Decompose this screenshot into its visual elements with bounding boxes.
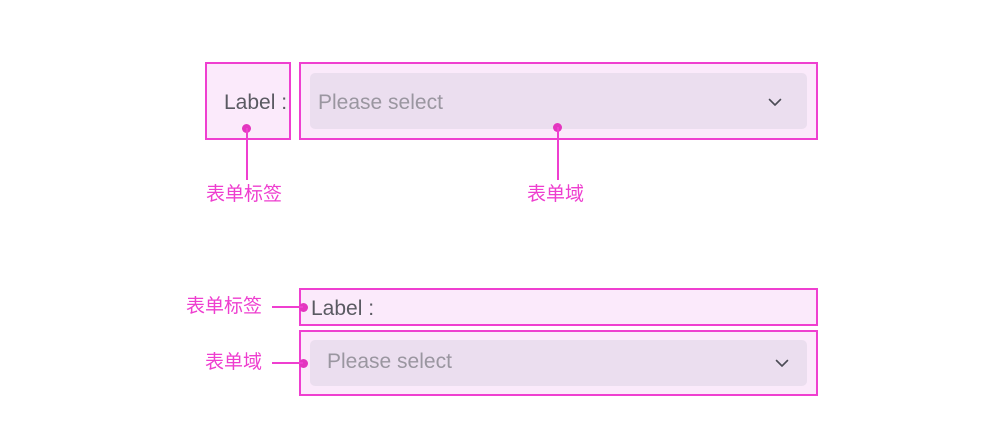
bottom-label-annotation-leader-line [272, 306, 303, 308]
bottom-select-placeholder: Please select [327, 350, 452, 373]
top-field-annotation-leader-line [557, 127, 559, 180]
chevron-down-icon[interactable] [765, 92, 785, 112]
top-label-annotation-leader-line [246, 128, 248, 180]
top-form-label-text: Label : [224, 91, 288, 114]
top-label-annotation-text: 表单标签 [206, 183, 283, 205]
bottom-label-annotation-dot [299, 303, 308, 312]
bottom-field-annotation-text: 表单域 [204, 351, 262, 373]
top-select-placeholder: Please select [318, 91, 443, 114]
bottom-form-label-highlight-box [299, 288, 818, 326]
bottom-label-annotation-text: 表单标签 [185, 295, 262, 317]
chevron-down-icon[interactable] [772, 353, 792, 373]
bottom-select-control[interactable] [310, 340, 807, 386]
top-select-control[interactable] [310, 73, 807, 129]
bottom-field-annotation-dot [299, 359, 308, 368]
bottom-field-annotation-leader-line [272, 362, 303, 364]
bottom-form-label-text: Label : [311, 297, 375, 320]
top-field-annotation-text: 表单域 [527, 183, 585, 205]
